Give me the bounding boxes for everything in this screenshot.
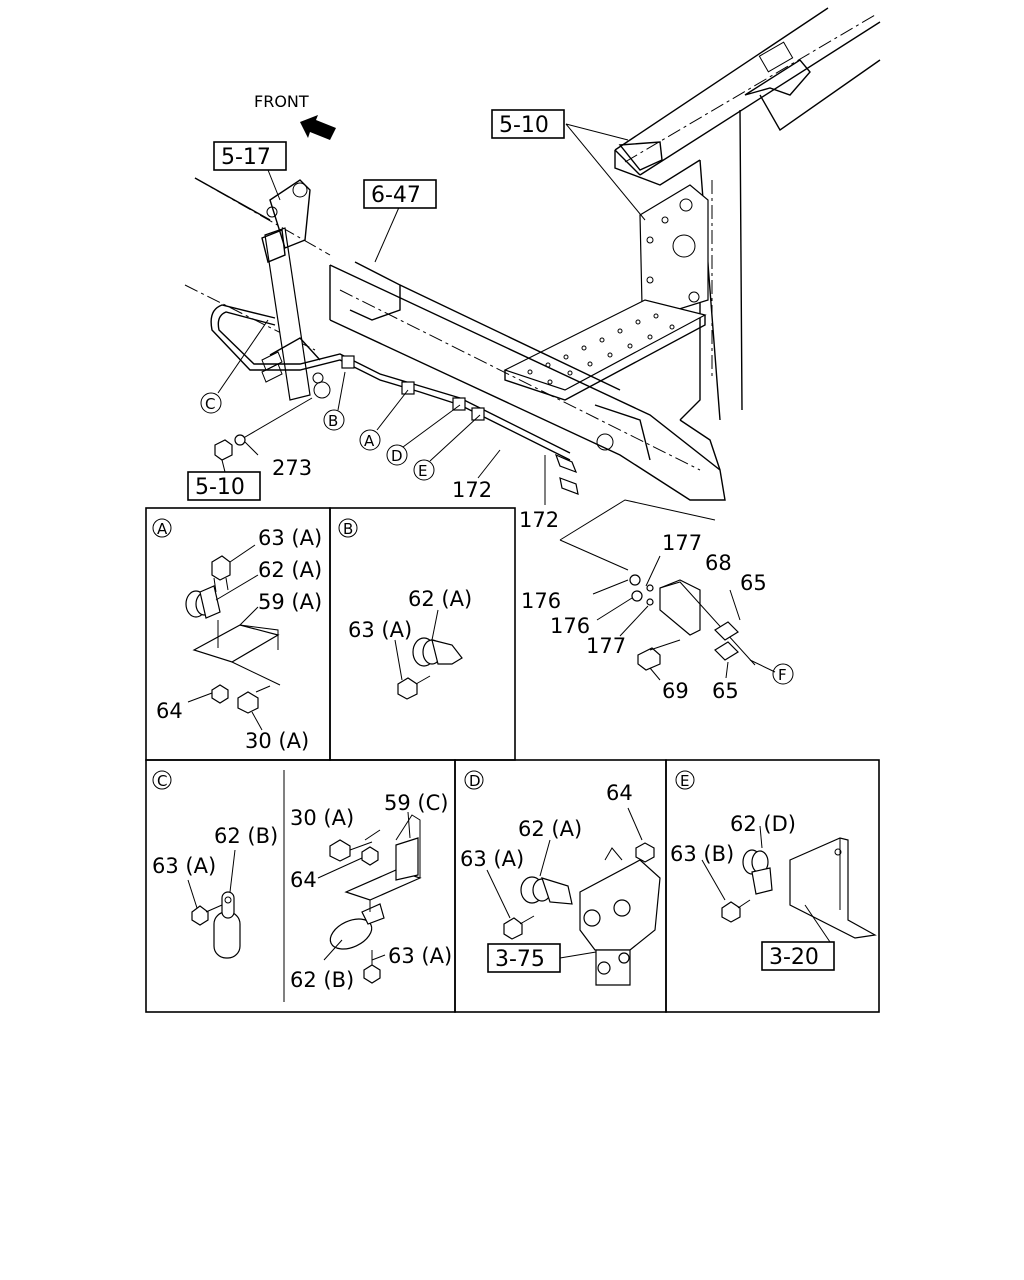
- panel-a-label-59a: 59 (A): [258, 590, 322, 614]
- callout-c: C: [200, 392, 222, 414]
- label-177-a: 177: [662, 531, 702, 555]
- ref-box-6-47: 6-47: [363, 179, 437, 209]
- ref-box-5-10-top: 5-10: [491, 109, 565, 139]
- callout-f: F: [772, 663, 794, 685]
- detail-panel-e: E 3-20 62 (D) 63 (B): [665, 759, 880, 1013]
- label-177-b: 177: [586, 634, 626, 658]
- panel-c-label-63a-left: 63 (A): [152, 854, 216, 878]
- front-label: FRONT: [254, 92, 309, 111]
- ref-3-75-text: 3-75: [495, 947, 545, 972]
- panel-a-letter: A: [157, 520, 168, 538]
- detail-panel-d: D 3-75 64 62 (A) 63 (A): [454, 759, 667, 1013]
- detail-panel-b: B 62 (A) 63 (A): [329, 507, 516, 761]
- ref-box-3-20: 3-20: [761, 941, 835, 971]
- panel-d-letter: D: [469, 772, 481, 790]
- callout-d: D: [386, 444, 408, 466]
- panel-c-label-62b-right: 62 (B): [290, 968, 354, 992]
- panel-b-label-62a: 62 (A): [408, 587, 472, 611]
- label-176-b: 176: [550, 614, 590, 638]
- panel-c-label-30a: 30 (A): [290, 806, 354, 830]
- panel-c-label-59c: 59 (C): [384, 791, 448, 815]
- label-69: 69: [662, 679, 689, 703]
- label-172-b: 172: [519, 508, 559, 532]
- panel-e-label-62d: 62 (D): [730, 812, 796, 836]
- svg-text:E: E: [418, 462, 427, 480]
- front-arrow-icon: [300, 115, 336, 140]
- svg-text:F: F: [778, 666, 787, 684]
- panel-c-label-63a-right: 63 (A): [388, 944, 452, 968]
- ref-box-5-17: 5-17: [213, 141, 287, 171]
- panel-d-label-63a: 63 (A): [460, 847, 524, 871]
- panel-d-label-62a: 62 (A): [518, 817, 582, 841]
- panel-c-label-62b-left: 62 (B): [214, 824, 278, 848]
- svg-text:C: C: [205, 395, 215, 413]
- label-172-a: 172: [452, 478, 492, 502]
- ref-3-20-text: 3-20: [769, 945, 819, 970]
- ref-box-5-10-bottom: 5-10: [187, 471, 261, 501]
- svg-text:A: A: [364, 432, 375, 450]
- ref-5-10-top-text: 5-10: [499, 113, 549, 138]
- ref-box-3-75: 3-75: [487, 943, 561, 973]
- panel-e-label-63b: 63 (B): [670, 842, 734, 866]
- frame-assembly-illustration: [184, 7, 881, 681]
- ref-5-17-text: 5-17: [221, 145, 271, 170]
- label-65-b: 65: [712, 679, 739, 703]
- panel-c-letter: C: [157, 772, 167, 790]
- panel-c-label-64: 64: [290, 868, 317, 892]
- panel-a-label-30a: 30 (A): [245, 729, 309, 753]
- ref-6-47-text: 6-47: [371, 183, 421, 208]
- panel-a-label-64: 64: [156, 699, 183, 723]
- svg-text:D: D: [391, 447, 403, 465]
- panel-b-letter: B: [343, 520, 353, 538]
- cross-member-holes: [527, 313, 675, 385]
- panel-b-label-63a: 63 (A): [348, 618, 412, 642]
- panel-e-letter: E: [680, 772, 689, 790]
- label-176-a: 176: [521, 589, 561, 613]
- ref-5-10-bottom-text: 5-10: [195, 475, 245, 500]
- label-68: 68: [705, 551, 732, 575]
- svg-text:B: B: [328, 412, 338, 430]
- label-65-a: 65: [740, 571, 767, 595]
- label-273: 273: [272, 456, 312, 480]
- callout-b: B: [323, 409, 345, 431]
- callout-e: E: [413, 459, 435, 481]
- detail-panel-a: A 63 (A) 62 (A) 59 (A) 64 30 (A): [145, 507, 331, 761]
- panel-a-label-63a: 63 (A): [258, 526, 322, 550]
- panel-d-label-64: 64: [606, 781, 633, 805]
- detail-panel-c: C 62 (B) 63 (A) 30 (A) 59 (C) 64 63 (A) …: [145, 759, 456, 1013]
- panel-a-label-62a: 62 (A): [258, 558, 322, 582]
- callout-a: A: [359, 429, 381, 451]
